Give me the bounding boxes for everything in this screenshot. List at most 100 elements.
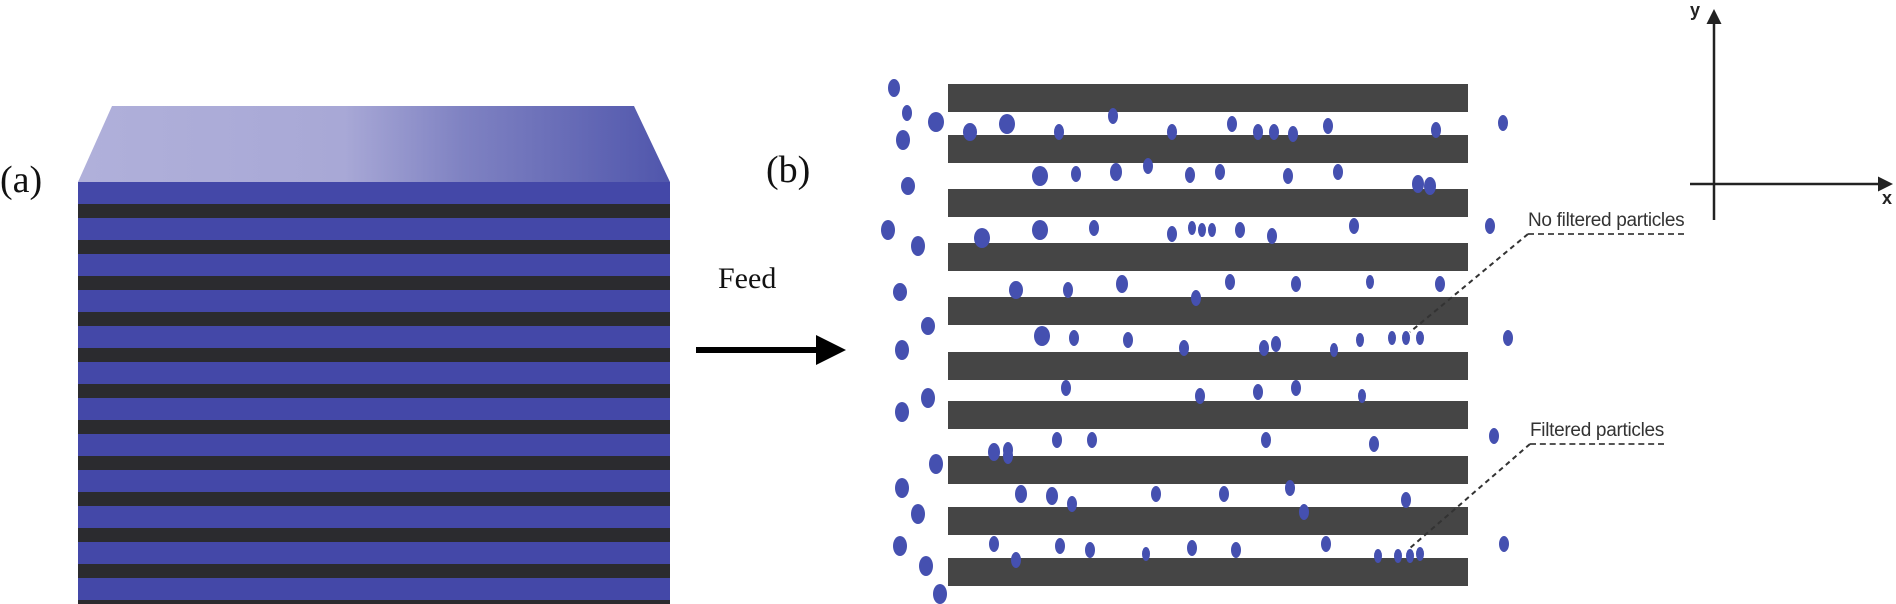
channel-bar [948, 507, 1468, 535]
channel-bar [948, 243, 1468, 271]
particle [1085, 542, 1095, 558]
spacer-layer [78, 420, 670, 434]
particle [1179, 340, 1189, 356]
spacer-layer [78, 456, 670, 470]
particle [963, 123, 977, 141]
particle [1498, 115, 1508, 131]
particle [1219, 486, 1229, 502]
particle [1388, 331, 1396, 345]
particle [929, 454, 943, 474]
particle [1225, 274, 1235, 290]
particle [933, 584, 947, 604]
channel-bar [948, 558, 1468, 586]
particle [1431, 122, 1441, 138]
particle [895, 340, 909, 360]
particle [1046, 487, 1058, 505]
spacer-layer [78, 348, 670, 362]
panel-b-label: (b) [766, 149, 811, 191]
particle [1366, 275, 1374, 289]
membrane-layer [78, 434, 670, 456]
panel-a-label: (a) [0, 159, 43, 201]
particle [1269, 124, 1279, 140]
particle [1416, 331, 1424, 345]
axes-icon [1690, 9, 1893, 220]
particle [1089, 220, 1099, 236]
x-axis-label: x [1882, 188, 1893, 208]
particle [895, 402, 909, 422]
filter-channels [948, 84, 1468, 586]
particle [1401, 492, 1411, 508]
particle [1151, 486, 1161, 502]
spacer-layer [78, 240, 670, 254]
particle [881, 220, 895, 240]
particle [921, 388, 935, 408]
spacer-layer [78, 492, 670, 506]
membrane-layer [78, 218, 670, 240]
particle [1356, 333, 1364, 347]
particle [1188, 221, 1196, 235]
particle [1503, 330, 1513, 346]
particle [1063, 282, 1073, 298]
particle [999, 114, 1015, 134]
channel-bar [948, 189, 1468, 217]
particle [911, 504, 925, 524]
membrane-layer [78, 470, 670, 492]
filtered-particles-label: Filtered particles [1530, 420, 1664, 445]
particle [919, 556, 933, 576]
membrane-layer [78, 398, 670, 420]
particle [1054, 124, 1064, 140]
particle [974, 228, 990, 248]
particle [1067, 496, 1077, 512]
particle [1195, 388, 1205, 404]
particle [1291, 276, 1301, 292]
particle [1071, 166, 1081, 182]
particle [893, 283, 907, 301]
particle [1323, 118, 1333, 134]
membrane-layer [78, 254, 670, 276]
spacer-layer [78, 564, 670, 578]
membrane-layer [78, 578, 670, 600]
channel-bar [948, 135, 1468, 163]
particle [895, 478, 909, 498]
particle [1231, 542, 1241, 558]
particle [1435, 276, 1445, 292]
particle [1003, 442, 1013, 458]
particle [928, 112, 944, 132]
particle [1015, 485, 1027, 503]
particle [896, 130, 910, 150]
membrane-layer [78, 542, 670, 564]
particle [1187, 540, 1197, 556]
particle [1349, 218, 1359, 234]
no-filtered-leader-line [1409, 233, 1529, 333]
membrane-stack-top [78, 106, 670, 182]
particle [1167, 226, 1177, 242]
particle [1288, 126, 1298, 142]
particle [1424, 177, 1436, 195]
membrane-layer [78, 326, 670, 348]
particle [1394, 549, 1402, 563]
particle [1052, 432, 1062, 448]
spacer-layer [78, 528, 670, 542]
particle [1416, 547, 1424, 561]
spacer-layer [78, 204, 670, 218]
channel-bar [948, 297, 1468, 325]
particle [989, 536, 999, 552]
particle [1358, 389, 1366, 403]
particle [1374, 549, 1382, 563]
particle [901, 177, 915, 195]
feed-label: Feed [718, 262, 777, 295]
particle [1267, 228, 1277, 244]
particle [1253, 384, 1263, 400]
channel-bar [948, 352, 1468, 380]
no-filtered-particles-label: No filtered particles [1528, 210, 1685, 235]
particle [1485, 218, 1495, 234]
particle [1259, 340, 1269, 356]
particle [1283, 168, 1293, 184]
particle [1032, 166, 1048, 186]
particle [1406, 549, 1414, 563]
particle [1499, 536, 1509, 552]
particle [1333, 164, 1343, 180]
spacer-layer [78, 384, 670, 398]
membrane-stack [78, 106, 670, 604]
